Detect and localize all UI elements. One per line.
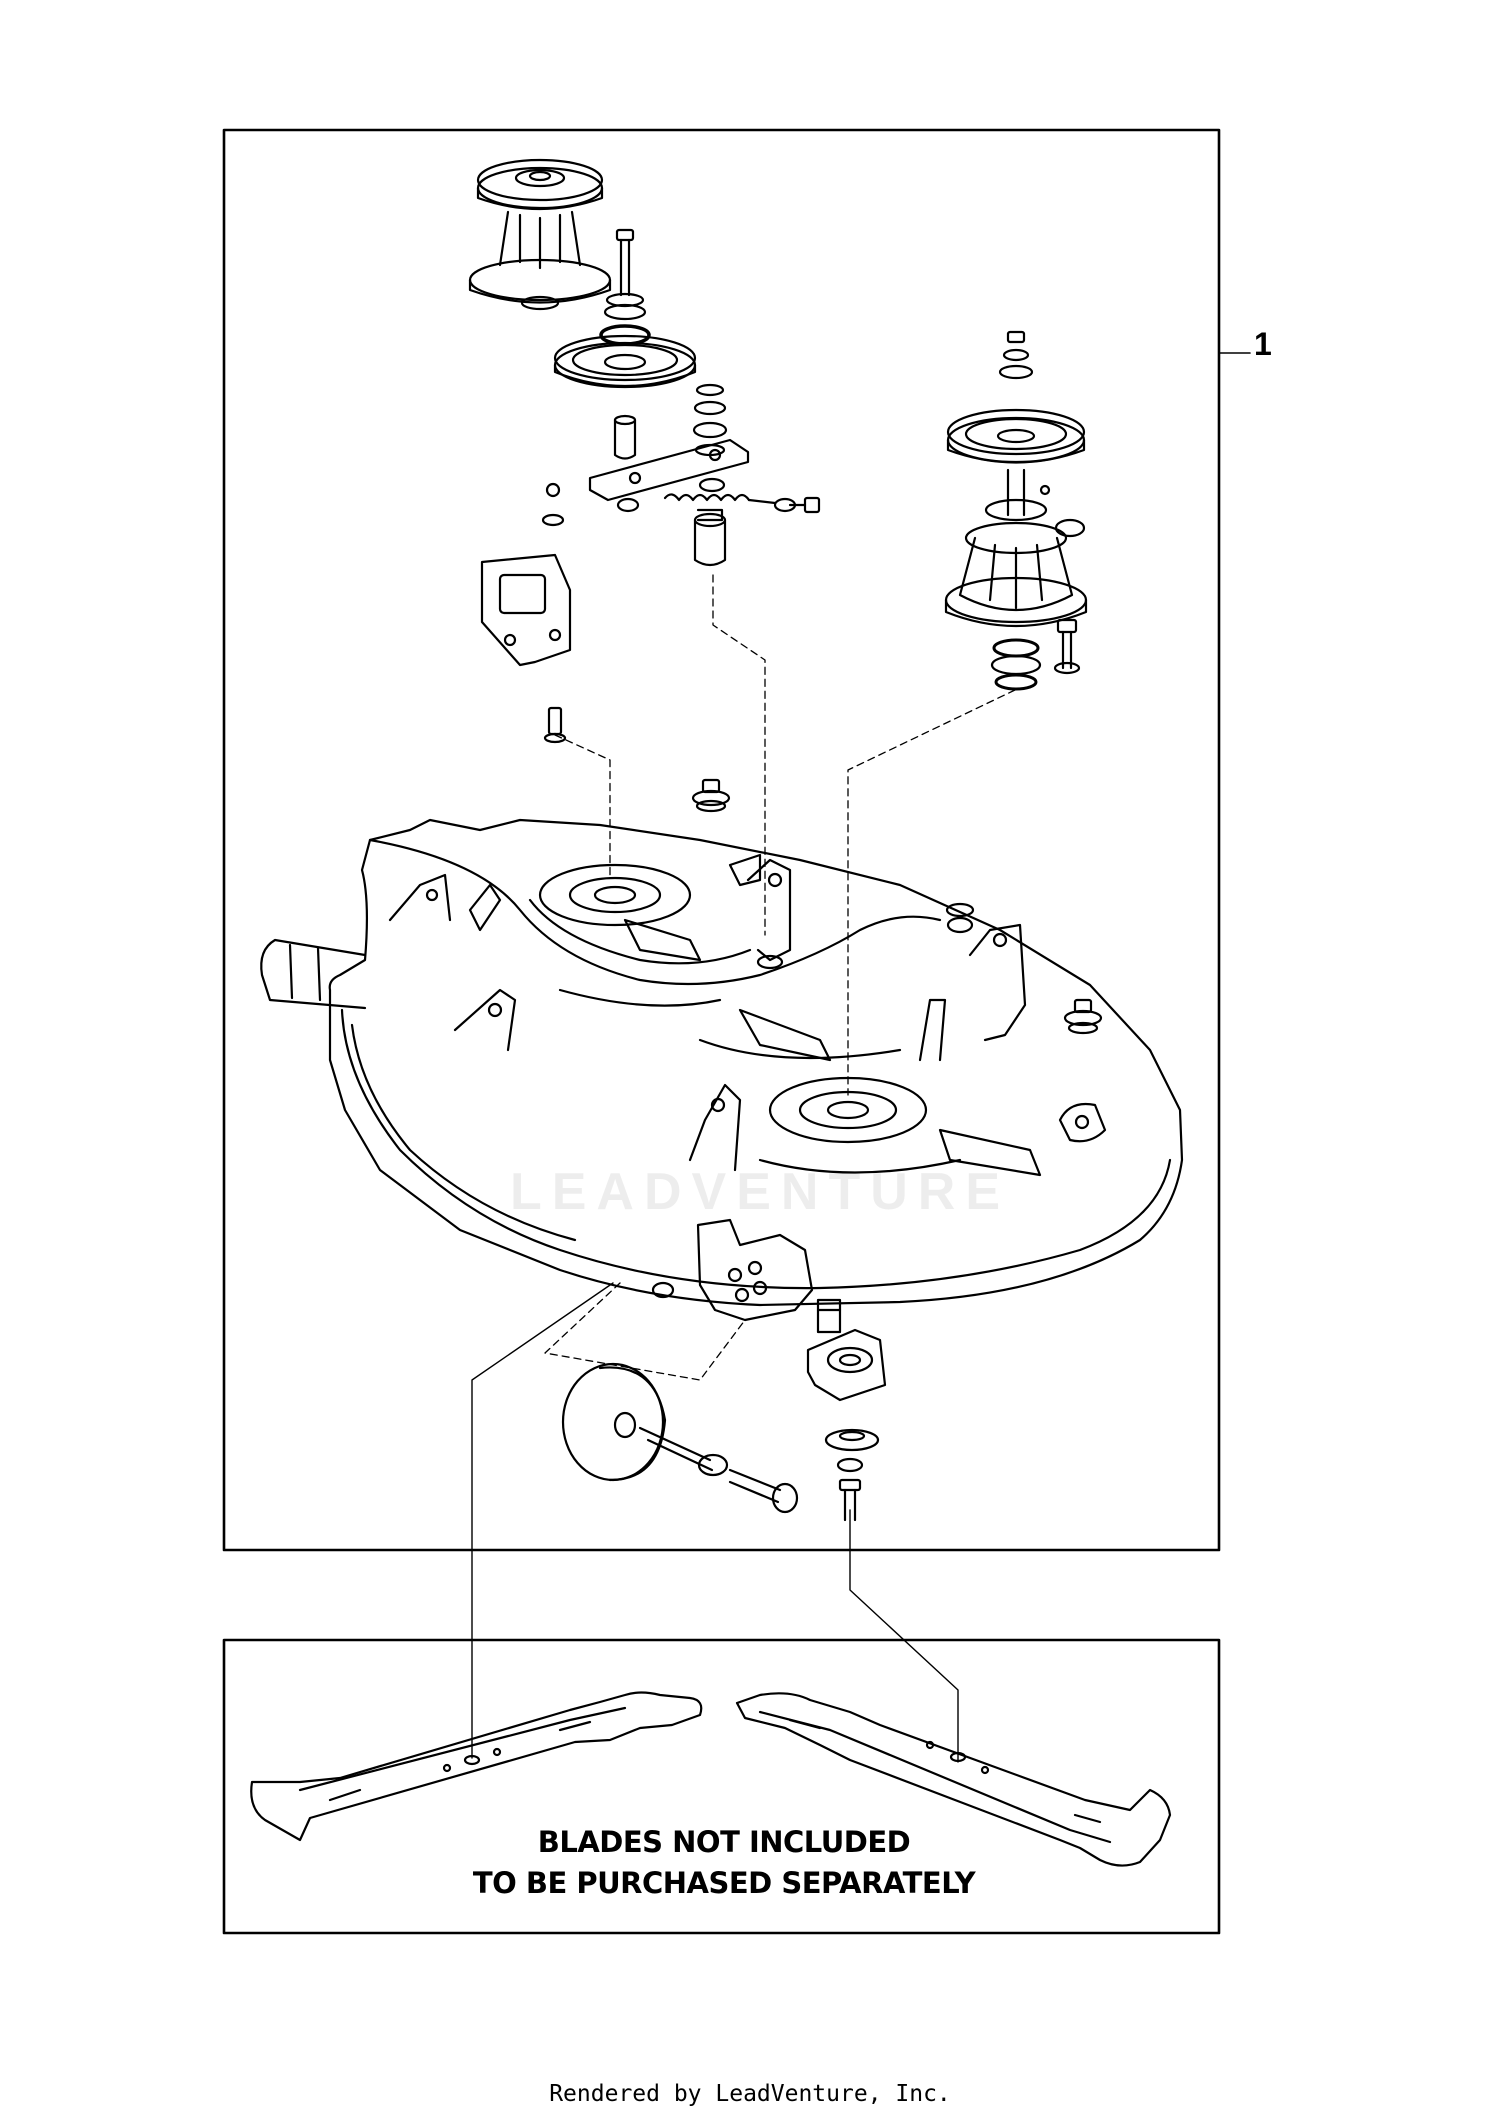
mower-deck <box>260 818 1184 1307</box>
assembly-frame <box>222 128 1221 1552</box>
dashed-assembly-lines <box>544 574 1016 1381</box>
left-bracket <box>480 482 572 744</box>
blades-frame <box>222 1638 1221 1935</box>
right-blade <box>735 1692 1172 1867</box>
idler-pulley <box>553 334 697 389</box>
footer-credit: Rendered by LeadVenture, Inc. <box>549 2081 951 2107</box>
blade-adapter <box>806 1298 887 1522</box>
left-blade <box>250 1691 703 1842</box>
blades-note-line-2: TO BE PURCHASED SEPARATELY <box>472 1866 976 1900</box>
blade-leader-lines <box>471 1282 959 1763</box>
idler-arm <box>588 383 750 513</box>
tension-spring <box>663 477 821 567</box>
deck-fasteners <box>691 778 1103 1035</box>
gauge-wheel <box>561 1362 799 1514</box>
blades-note-line-1: BLADES NOT INCLUDED <box>537 1825 911 1859</box>
left-spindle-assembly <box>468 158 612 311</box>
gauge-wheel-bracket <box>651 1218 814 1322</box>
callout-number: 1 <box>1254 326 1272 362</box>
watermark-text: LEADVENTURE <box>509 1163 1011 1221</box>
right-spindle-assembly <box>944 330 1088 691</box>
idler-bolt-stack <box>599 228 651 346</box>
